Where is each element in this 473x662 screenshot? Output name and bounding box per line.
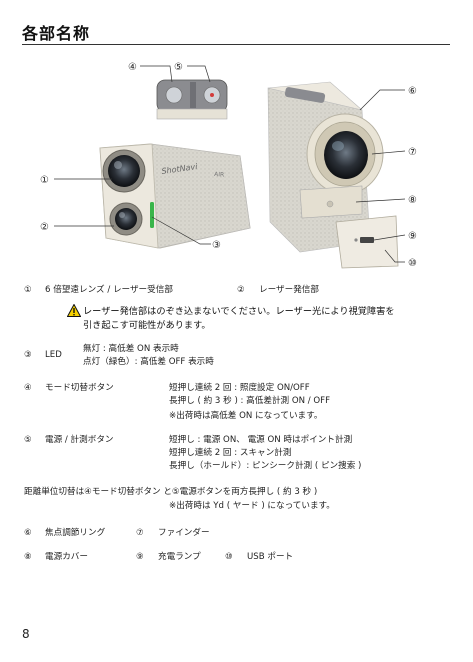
callout-6: ⑥: [408, 86, 417, 97]
callout-4: ④: [128, 62, 137, 73]
warning-line-1: レーザー発信部はのぞき込まないでください。レーザー光により視覚障害を: [83, 306, 395, 317]
callout-2: ②: [40, 222, 49, 233]
callout-7: ⑦: [408, 147, 417, 158]
item-9-number: ⑨: [136, 552, 144, 562]
unit-switch-note: ※出荷時は Yd ( ヤード ) になっています。: [169, 501, 335, 511]
item-3-number: ③: [24, 350, 32, 360]
callout-8: ⑧: [408, 195, 417, 206]
item-4-desc-1: 短押し連続 2 回 : 照度設定 ON/OFF: [169, 383, 310, 393]
item-9-label: 充電ランプ: [158, 552, 201, 562]
item-10-label: USB ポート: [247, 552, 294, 562]
top-buttons-detail: [156, 79, 228, 120]
page-number: 8: [22, 627, 30, 641]
item-10-number: ⑩: [225, 552, 233, 562]
item-3-desc-2: 点灯（緑色）: 高低差 OFF 表示時: [83, 357, 214, 367]
item-1-label: 6 倍望遠レンズ / レーザー受信部: [45, 285, 173, 295]
item-4-label: モード切替ボタン: [45, 383, 114, 393]
callout-5: ⑤: [174, 62, 183, 73]
item-5-desc-1: 短押し : 電源 ON、 電源 ON 時はポイント計測: [169, 435, 353, 445]
rear-view: [267, 81, 399, 269]
item-2-number: ②: [237, 285, 245, 295]
title-divider: [22, 44, 450, 45]
item-6-number: ⑥: [24, 528, 32, 538]
callout-1: ①: [40, 175, 49, 186]
item-8-number: ⑧: [24, 552, 32, 562]
item-5-label: 電源 / 計測ボタン: [45, 435, 114, 445]
item-5-desc-2: 短押し連続 2 回 : スキャン計測: [169, 448, 292, 458]
item-4-number: ④: [24, 383, 32, 393]
item-3-label: LED: [45, 350, 62, 360]
front-view: ShotNavi AIR: [99, 143, 251, 249]
item-5-number: ⑤: [24, 435, 32, 445]
callout-3: ③: [212, 240, 221, 251]
product-illustration: ShotNavi AIR: [40, 62, 417, 269]
model-label: AIR: [214, 171, 225, 179]
item-3-desc-1: 無灯 : 高低差 ON 表示時: [83, 344, 179, 354]
warning-icon: [67, 304, 81, 317]
item-2-label: レーザー発信部: [259, 285, 319, 295]
callout-9: ⑨: [408, 231, 417, 242]
page-title: 各部名称: [22, 24, 91, 43]
laser-warning: レーザー発信部はのぞき込まないでください。レーザー光により視覚障害を 引き起こす…: [83, 305, 395, 332]
item-7-label: ファインダー: [158, 528, 210, 538]
warning-line-2: 引き起こす可能性があります。: [83, 319, 211, 331]
leader-lines: [54, 65, 406, 263]
callout-10: ⑩: [408, 258, 417, 269]
item-8-label: 電源カバー: [45, 552, 88, 562]
item-1-number: ①: [24, 285, 32, 295]
item-5-desc-3: 長押し（ホールド）: ピンシーク計測 ( ピン捜索 ): [169, 461, 362, 471]
item-4-desc-2: 長押し ( 約 3 秒 ) : 高低差計測 ON / OFF: [169, 396, 331, 406]
item-4-note: ※出荷時は高低差 ON になっています。: [169, 411, 323, 421]
unit-switch-text: 距離単位切替は④モード切替ボタン と⑤電源ボタンを両方長押し ( 約 3 秒 ): [24, 487, 318, 497]
item-6-label: 焦点調節リング: [45, 528, 106, 538]
item-7-number: ⑦: [136, 528, 144, 538]
